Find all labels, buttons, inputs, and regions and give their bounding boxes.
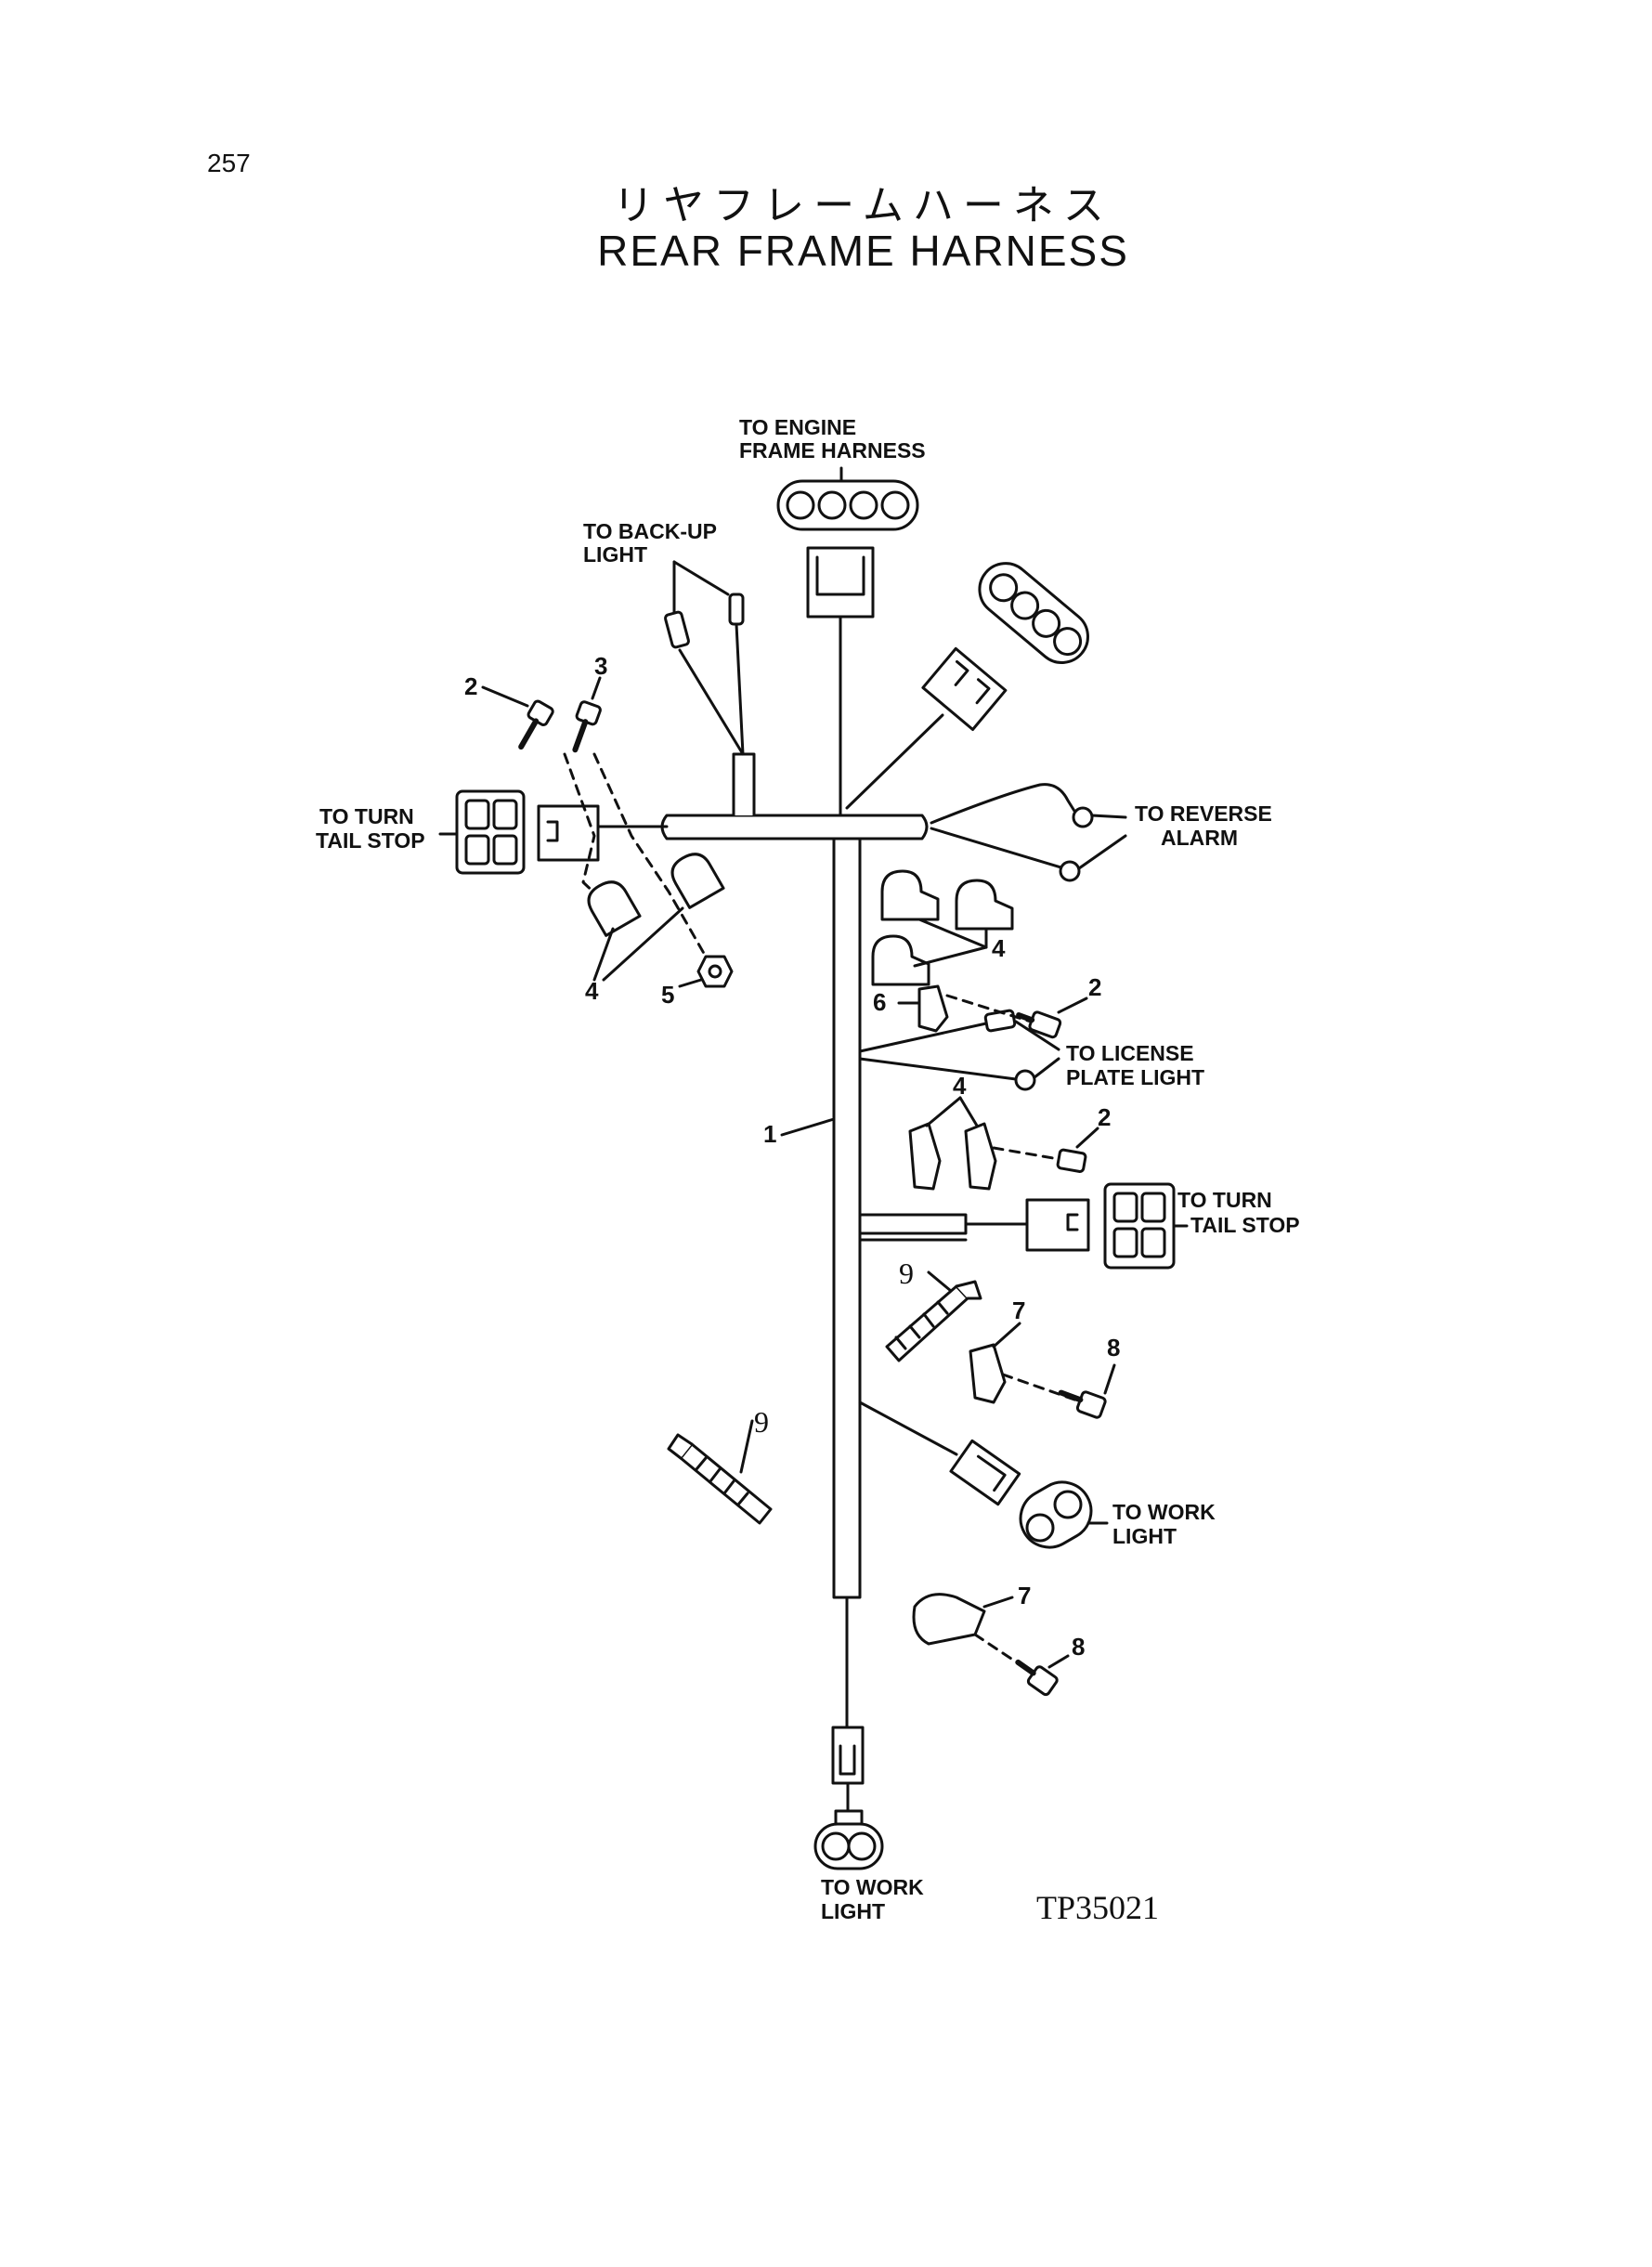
drawing-code: TP35021 <box>1036 1889 1159 1926</box>
clamp-7-bolt-8-lower <box>912 1593 1070 1697</box>
part-number-bolt-middle-right: 2 <box>1098 1103 1111 1131</box>
label-turn-tail-stop-left-line1: TO TURN <box>319 804 414 828</box>
title-japanese: リヤフレームハーネス <box>613 182 1113 229</box>
right-clamps-middle <box>908 1096 1099 1191</box>
part-number-tie-9-left: 9 <box>754 1405 769 1439</box>
label-engine-harness-line1: TO ENGINE <box>739 415 856 439</box>
main-harness-trunk <box>660 752 968 1729</box>
part-1-leader <box>780 1117 836 1137</box>
part-number-clamp-7-lower: 7 <box>1018 1582 1031 1609</box>
label-work-light-right-line2: LIGHT <box>1112 1524 1177 1548</box>
tie-strap-9-upper <box>885 1270 982 1362</box>
part-number-clamp-7-upper: 7 <box>1012 1296 1025 1324</box>
back-up-light-leads <box>664 560 745 756</box>
bottom-work-light-connector <box>813 1726 884 1870</box>
label-license-plate-line1: TO LICENSE <box>1066 1041 1194 1065</box>
right-clamps-upper <box>871 869 1014 986</box>
license-plate-light-leads <box>858 1009 1060 1091</box>
reverse-alarm-leads <box>930 783 1127 882</box>
part-number-clamp-left: 4 <box>585 977 599 1005</box>
upper-right-connector <box>845 562 1089 810</box>
part-number-bolt-top: 3 <box>594 652 607 680</box>
part-number-bolt-left: 2 <box>464 672 477 700</box>
label-turn-tail-stop-right-line2: TAIL STOP <box>1190 1213 1300 1237</box>
label-work-light-bottom-line1: TO WORK <box>821 1875 924 1899</box>
label-reverse-alarm-line2: ALARM <box>1161 826 1238 850</box>
title-english: REAR FRAME HARNESS <box>597 227 1129 275</box>
part-number-harness: 1 <box>763 1120 776 1148</box>
part-number-tie-9-upper: 9 <box>899 1257 914 1290</box>
label-turn-tail-stop-left-line2: TAIL STOP <box>316 828 425 853</box>
part-number-nut: 5 <box>661 981 674 1009</box>
left-tail-stop-connector <box>438 789 669 875</box>
part-number-clamp-6: 6 <box>873 988 886 1016</box>
part-number-bolt-8-lower: 8 <box>1072 1633 1085 1661</box>
part-number-clamps-right-upper: 4 <box>992 934 1006 962</box>
clamp-6-bolt-2 <box>897 984 1088 1039</box>
right-tail-stop-connector <box>964 1182 1189 1270</box>
part-number-bolt-8-upper: 8 <box>1107 1334 1120 1362</box>
label-work-light-right-line1: TO WORK <box>1112 1500 1216 1524</box>
label-reverse-alarm-line1: TO REVERSE <box>1135 801 1272 826</box>
clamp-7-bolt-8-upper <box>969 1322 1116 1419</box>
label-license-plate-line2: PLATE LIGHT <box>1066 1065 1204 1089</box>
label-back-up-light-line2: LIGHT <box>583 542 647 567</box>
page-number: 257 <box>207 149 251 177</box>
right-work-light-connector <box>858 1401 1109 1549</box>
left-fasteners <box>481 676 734 988</box>
part-number-bolt-upper-right: 2 <box>1088 973 1101 1001</box>
part-number-clamps-right-middle: 4 <box>953 1072 967 1100</box>
label-work-light-bottom-line2: LIGHT <box>821 1899 885 1923</box>
engine-frame-harness-connector <box>776 466 919 817</box>
tie-strap-9-left <box>667 1419 773 1525</box>
label-back-up-light-line1: TO BACK-UP <box>583 519 717 543</box>
label-turn-tail-stop-right-line1: TO TURN <box>1177 1188 1272 1212</box>
label-engine-harness-line2: FRAME HARNESS <box>739 438 926 463</box>
